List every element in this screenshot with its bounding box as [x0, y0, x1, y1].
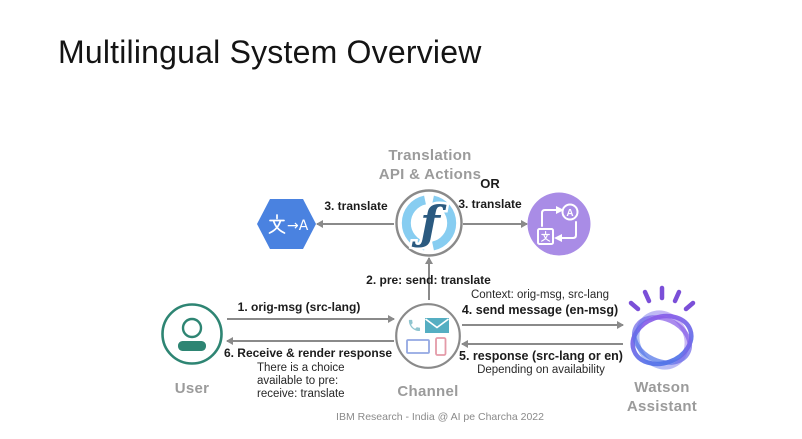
orig-msg-label: 1. orig-msg (src-lang): [237, 300, 361, 314]
envelope-icon: [424, 318, 450, 333]
translation-api-label-line2: API & Actions: [378, 166, 482, 183]
channel-icon: [395, 303, 461, 369]
arrow-receive-render: [226, 336, 394, 345]
cycle-arrow-bottom: [561, 221, 577, 239]
wen-square: [537, 228, 554, 245]
context-label: Context: orig-msg, src-lang: [470, 289, 610, 301]
phone-icon: [408, 319, 421, 332]
receive-choice-note-line2: available to pre:: [257, 375, 339, 387]
user-body: [178, 341, 206, 351]
cycle-arrow-top: [541, 209, 557, 227]
arrowhead-right-icon: [521, 219, 528, 228]
watson-sphere: [630, 310, 694, 370]
receive-render-label: 6. Receive & render response: [223, 346, 393, 360]
receive-choice-note: There is a choice available to pre: rece…: [257, 362, 377, 401]
watson-assistant-label-line2: Assistant: [626, 398, 698, 415]
watson-translator-icon: A: [527, 192, 591, 256]
arrowhead-left-icon: [554, 234, 562, 242]
translate-glyph: →A: [268, 214, 309, 234]
channel-label: Channel: [397, 383, 459, 400]
translate-left-label: 3. translate: [324, 199, 388, 213]
arrowhead-left-icon: [316, 219, 323, 228]
arrowhead-left-icon: [226, 336, 233, 345]
slide-title: Multilingual System Overview: [58, 34, 482, 70]
watson-rays: [628, 285, 696, 312]
wen-character-glyph: [268, 214, 285, 234]
translation-api-label: Translation API & Actions: [340, 146, 520, 184]
arrow-pre-send-translate: [424, 257, 433, 300]
user-head: [181, 317, 203, 339]
watson-assistant-label: Watson Assistant: [612, 378, 712, 416]
or-label: OR: [480, 176, 500, 191]
slide-footer: IBM Research - India @ AI pe Charcha 202…: [336, 411, 544, 423]
laptop-icon: [406, 339, 430, 354]
letter-a-glyph: A: [566, 208, 573, 219]
arrowhead-left-icon: [461, 339, 468, 348]
arrow-translate-left: [316, 219, 394, 228]
pre-send-translate-label: 2. pre: send: translate: [366, 273, 491, 287]
arrow-a-glyph: →A: [287, 218, 309, 234]
user-icon: [161, 303, 223, 365]
google-translate-icon: →A: [257, 199, 316, 249]
arrowhead-right-icon: [556, 206, 564, 214]
translation-api-label-line1: Translation: [388, 147, 472, 164]
response-label: 5. response (src-lang or en): [459, 349, 623, 363]
translate-right-label: 3. translate: [458, 197, 522, 211]
response-note: Depending on availability: [477, 364, 605, 376]
arrowhead-right-icon: [617, 320, 624, 329]
wen-character-glyph: [541, 231, 551, 242]
arrow-orig-msg: [227, 314, 395, 323]
arrow-translate-right: [463, 219, 528, 228]
arrowhead-right-icon: [388, 314, 395, 323]
receive-choice-note-line3: receive: translate: [257, 388, 345, 400]
arrow-send-message: [462, 320, 624, 329]
arrow-response: [461, 339, 623, 348]
cloud-functions-icon: ƒ: [395, 189, 463, 257]
mobile-icon: [435, 337, 447, 356]
arrowhead-up-icon: [424, 257, 433, 264]
send-message-label: 4. send message (en-msg): [461, 303, 619, 317]
letter-a-circle: [561, 203, 579, 221]
watson-assistant-label-line1: Watson: [634, 379, 690, 396]
receive-choice-note-line1: There is a choice: [257, 362, 345, 374]
watson-assistant-icon: [628, 285, 696, 370]
user-label: User: [174, 380, 210, 397]
